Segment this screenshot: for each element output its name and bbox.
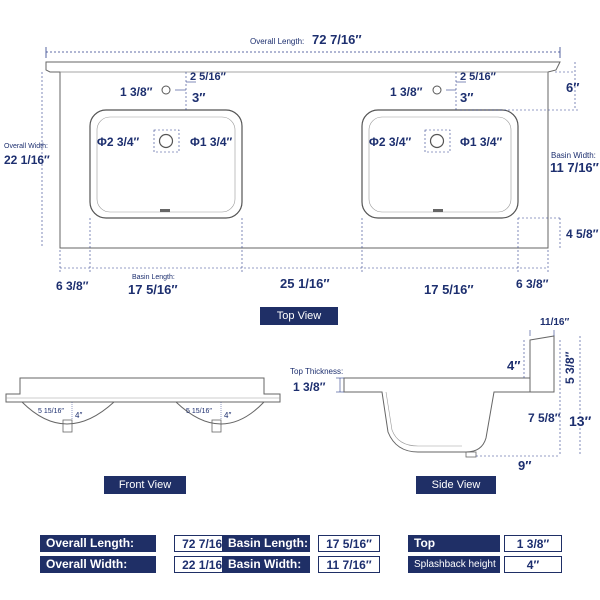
drain-outer-left: Φ2 3/4″ (97, 135, 140, 149)
spec-basin-width: Basin Width: 11 7/16″ (222, 556, 382, 573)
top-thickness-value: 1 3/8″ (293, 380, 326, 394)
basin-width-value: 11 7/16″ (550, 160, 599, 175)
end-left: 6 3/8″ (56, 279, 89, 293)
right-faucet-hole (432, 85, 442, 95)
left-faucet-hole (161, 85, 171, 95)
side-view-drawing: Top Thickness: 1 3/8″ 11/16″ 4″ 5 3/8″ 7… (290, 317, 592, 473)
right-basin (361, 109, 519, 219)
spec-label: Basin Length: (222, 535, 310, 552)
spec-label: Splashback height (408, 556, 500, 573)
basin-width-label: Basin Width: (551, 151, 596, 160)
end-right: 6 3/8″ (516, 277, 549, 291)
spec-value: 11 7/16″ (318, 556, 380, 573)
left-drain (158, 133, 174, 149)
drain-inner-right: Φ1 3/4″ (460, 135, 503, 149)
top-view-label: Top View (260, 307, 338, 325)
spec-basin-length: Basin Length: 17 5/16″ (222, 535, 382, 552)
spec-label: Overall Width: (40, 556, 156, 573)
drain-inner-left: Φ1 3/4″ (190, 135, 233, 149)
overall-height: 13″ (569, 413, 592, 429)
basin-depth: 5 3/8″ (563, 351, 577, 384)
faucet-top-right: 2 5/16″ (460, 71, 497, 83)
spec-value: 22 1/16″ (174, 556, 236, 573)
spec-value: 17 5/16″ (318, 535, 380, 552)
faucet-offset-right: 1 3/8″ (390, 85, 423, 99)
side-view-label: Side View (416, 476, 496, 494)
faucet-offset-left: 1 3/8″ (120, 85, 153, 99)
front-drain-left: 4″ (75, 411, 82, 420)
spec-value: 72 7/16″ (174, 535, 236, 552)
basin-length-left: 17 5/16″ (128, 282, 178, 297)
front-view-label: Front View (104, 476, 186, 494)
top-thickness-label: Top Thickness: (290, 367, 343, 376)
overall-length-value: 72 7/16″ (312, 32, 362, 47)
spec-value: 1 3/8″ (504, 535, 562, 552)
faucet-gap-left: 3″ (192, 90, 205, 105)
front-drain-right: 4″ (224, 411, 231, 420)
front-depth-right: 5 15/16″ (186, 408, 212, 415)
splash-height: 4″ (507, 358, 520, 373)
spec-overall-width: Overall Width: 22 1/16″ (40, 556, 236, 573)
center-gap: 25 1/16″ (280, 276, 330, 291)
spec-value: 4″ (504, 556, 562, 573)
spec-top-thickness: Top Thickness: 1 3/8″ (408, 535, 568, 567)
left-basin (89, 109, 243, 219)
front-view-drawing: 5 15/16″ 4″ 5 15/16″ 4″ (5, 377, 281, 433)
faucet-top-left: 2 5/16″ (190, 71, 227, 83)
overall-width-label: Overall Width: (4, 143, 48, 150)
bowl-depth: 7 5/8″ (528, 411, 561, 425)
spec-overall-length: Overall Length: 72 7/16″ (40, 535, 236, 552)
spec-label: Top Thickness: (408, 535, 500, 567)
right-drain (429, 133, 445, 149)
overall-length-label: Overall Length: (250, 37, 304, 46)
spec-label: Overall Length: (40, 535, 156, 552)
drain-setback: 9″ (518, 458, 531, 473)
overall-width-value: 22 1/16″ (4, 153, 50, 167)
spec-splashback-height: Splashback height 4″ (408, 556, 568, 573)
basin-length-right: 17 5/16″ (424, 282, 474, 297)
drain-outer-right: Φ2 3/4″ (369, 135, 412, 149)
splash-thickness: 11/16″ (540, 317, 569, 328)
faucet-gap-right: 3″ (460, 90, 473, 105)
spec-label: Basin Width: (222, 556, 310, 573)
backsplash-depth: 6″ (566, 80, 579, 95)
front-depth-left: 5 15/16″ (38, 408, 64, 415)
top-view-drawing: Overall Length: 72 7/16″ 1 3/8″ 2 5/16″ … (4, 32, 599, 297)
basin-length-label: Basin Length: (132, 274, 175, 281)
front-edge-depth: 4 5/8″ (566, 227, 599, 241)
